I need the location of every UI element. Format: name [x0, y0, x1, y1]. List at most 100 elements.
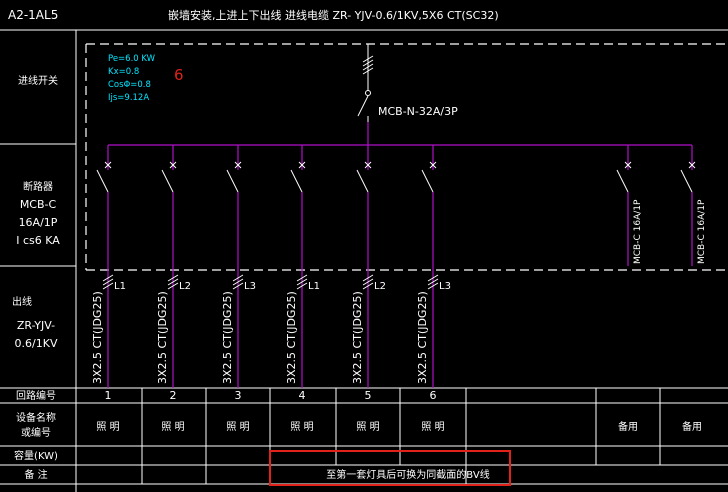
circuit-number: 1 [105, 389, 112, 402]
branch-phase-label: L2 [374, 281, 386, 292]
branch-cable-label: 3X2.5 CT(JDG25) [416, 291, 429, 384]
busbar [108, 122, 692, 146]
branch-breaker-contact [356, 169, 369, 193]
wire-count-slash [427, 282, 439, 290]
wire-count-slash [232, 282, 244, 290]
branch-breaker-x-mark-b [234, 161, 242, 169]
branch-breaker-x-mark-b [104, 161, 112, 169]
wire-count-slash [232, 278, 244, 286]
branch-circuit: L1 3X2.5 CT(JDG25) [91, 145, 126, 388]
branch-phase-label: L2 [179, 281, 191, 292]
wire-count-slash [296, 278, 308, 286]
circuit-number: 3 [235, 389, 242, 402]
branch-phase-label: L3 [244, 281, 256, 292]
branch-breaker-x-mark-b [169, 161, 177, 169]
row-label-circuit-no: 回路编号 [16, 389, 56, 402]
circuit-number: 5 [365, 389, 372, 402]
circuit-number: 2 [170, 389, 177, 402]
branch-cable-label: 3X2.5 CT(JDG25) [91, 291, 104, 384]
circuit-number: 6 [430, 389, 437, 402]
branch-phase-label: L1 [308, 281, 320, 292]
spare-device-name: 备用 [682, 420, 702, 433]
wire-count-slash [362, 278, 374, 286]
spare-breaker-label: MCB-C 16A/1P [633, 199, 643, 264]
circuit-device-name: 照 明 [421, 421, 444, 433]
param-pe: Pe=6.0 KW [108, 54, 156, 64]
branch-circuit: L2 3X2.5 CT(JDG25) [156, 145, 191, 388]
spare-branches: MCB-C 16A/1P MCB-C 16A/1P [616, 145, 707, 266]
branch-circuit: L3 3X2.5 CT(JDG25) [221, 145, 256, 388]
wire-count-slash [296, 282, 308, 290]
branch-cable-label: 3X2.5 CT(JDG25) [221, 291, 234, 384]
branch-breaker-contact [290, 169, 303, 193]
circuit-device-name: 照 明 [161, 421, 184, 433]
circuit-device-name: 照 明 [356, 421, 379, 433]
wire-count-slash [296, 274, 308, 282]
row-label-capacity: 容量(KW) [14, 449, 58, 462]
breaker-capacity: I cs6 KA [16, 234, 60, 247]
branch-breaker-x-mark-b [298, 161, 306, 169]
wire-count-slash [362, 274, 374, 282]
branch-breaker-x-mark-b [364, 161, 372, 169]
circuit-number: 4 [299, 389, 306, 402]
row-label-remarks: 备 注 [24, 468, 47, 481]
spare-device-name: 备用 [618, 420, 638, 433]
param-cos: CosΦ=0.8 [108, 80, 151, 90]
incoming-switch-label: 进线开关 [18, 74, 58, 87]
spare-breaker-x-mark-b [624, 161, 632, 169]
circuit-device-name: 照 明 [96, 421, 119, 433]
breaker-title: 断路器 [23, 180, 53, 193]
branch-cable-label: 3X2.5 CT(JDG25) [156, 291, 169, 384]
circuit-device-name: 照 明 [226, 421, 249, 433]
branch-breaker-contact [226, 169, 239, 193]
breaker-type: MCB-C [20, 198, 57, 211]
branch-cable-label: 3X2.5 CT(JDG25) [285, 291, 298, 384]
branch-circuit: L2 3X2.5 CT(JDG25) [351, 145, 386, 388]
spare-branch: MCB-C 16A/1P [680, 145, 707, 266]
panel-id: A2-1AL5 [8, 8, 58, 22]
spare-breaker-contact [616, 169, 629, 193]
row-label-device-name-1: 设备名称 [16, 411, 56, 424]
outgoing-cable-line2: 0.6/1KV [15, 337, 58, 350]
circuit-table-cells: 1 照 明 2 照 明 3 照 明 4 照 明 5 照 明 6 照 明 备用 备用 [96, 389, 702, 433]
outgoing-title: 出线 [12, 295, 32, 308]
spare-branch: MCB-C 16A/1P [616, 145, 643, 266]
branch-breaker-contact [96, 169, 109, 193]
branch-circuits: L1 3X2.5 CT(JDG25) L2 3X2.5 CT(JDG25) L3 3X2.… [91, 145, 451, 388]
main-breaker-label: MCB-N-32A/3P [378, 105, 458, 118]
spare-breaker-label: MCB-C 16A/1P [697, 199, 707, 264]
breaker-rating: 16A/1P [19, 216, 58, 229]
branch-phase-label: L1 [114, 281, 126, 292]
branch-breaker-contact [421, 169, 434, 193]
wire-count-slash [427, 278, 439, 286]
branch-circuit: L1 3X2.5 CT(JDG25) [285, 145, 320, 388]
remark-text: 至第一套灯具后可换为同截面的BV线 [326, 468, 489, 481]
spare-breaker-contact [680, 169, 693, 193]
wire-count-slash [167, 278, 179, 286]
branch-circuit: L3 3X2.5 CT(JDG25) [416, 145, 451, 388]
panel-enclosure-dashed [85, 43, 728, 271]
table-columns [141, 388, 661, 484]
branch-cable-label: 3X2.5 CT(JDG25) [351, 291, 364, 384]
wire-count-slash [167, 282, 179, 290]
wire-count-slash [167, 274, 179, 282]
branch-phase-label: L3 [439, 281, 451, 292]
spare-breaker-x-mark-b [688, 161, 696, 169]
wire-count-slash [362, 282, 374, 290]
note-number: 6 [174, 66, 184, 84]
wire-count-slash [102, 274, 114, 282]
param-kx: Kx=0.8 [108, 67, 139, 77]
outgoing-cable-line1: ZR-YJV- [17, 319, 55, 332]
row-label-device-name-2: 或编号 [21, 426, 51, 439]
wire-count-slash [102, 282, 114, 290]
panel-description: 嵌墙安装,上进上下出线 进线电缆 ZR- YJV-0.6/1KV,5X6 CT(… [168, 8, 499, 22]
param-ijs: Ijs=9.12A [108, 93, 149, 103]
wire-count-slash [427, 274, 439, 282]
branch-breaker-x-mark-b [429, 161, 437, 169]
branch-breaker-contact [161, 169, 174, 193]
circuit-device-name: 照 明 [290, 421, 313, 433]
wire-count-slash [232, 274, 244, 282]
main-breaker-symbol [357, 44, 374, 122]
